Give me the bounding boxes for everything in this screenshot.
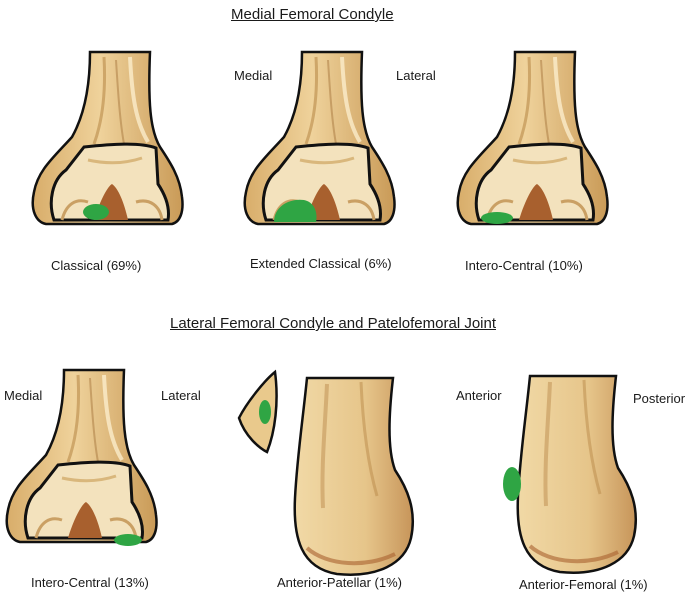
caption-anterior-femoral: Anterior-Femoral (1%) (519, 577, 648, 592)
lesion-marker (503, 467, 521, 501)
caption-intero-central-lateral: Intero-Central (13%) (31, 575, 149, 590)
lesion-marker (83, 204, 109, 220)
caption-anterior-patellar: Anterior-Patellar (1%) (277, 575, 402, 590)
panel-anterior-femoral (503, 376, 636, 573)
caption-intero-central: Intero-Central (10%) (465, 258, 583, 273)
panel-intero-central-lateral-femur (7, 370, 157, 546)
panel-intero-central-femur (458, 52, 608, 224)
caption-extended-classical: Extended Classical (6%) (250, 256, 392, 271)
panel-extended-classical-femur (245, 52, 395, 224)
caption-classical: Classical (69%) (51, 258, 141, 273)
lesion-marker (114, 534, 142, 546)
lesion-marker (481, 212, 513, 224)
panel-classical-femur (33, 52, 183, 224)
panel-anterior-patellar (239, 372, 413, 575)
lesion-marker (259, 400, 271, 424)
